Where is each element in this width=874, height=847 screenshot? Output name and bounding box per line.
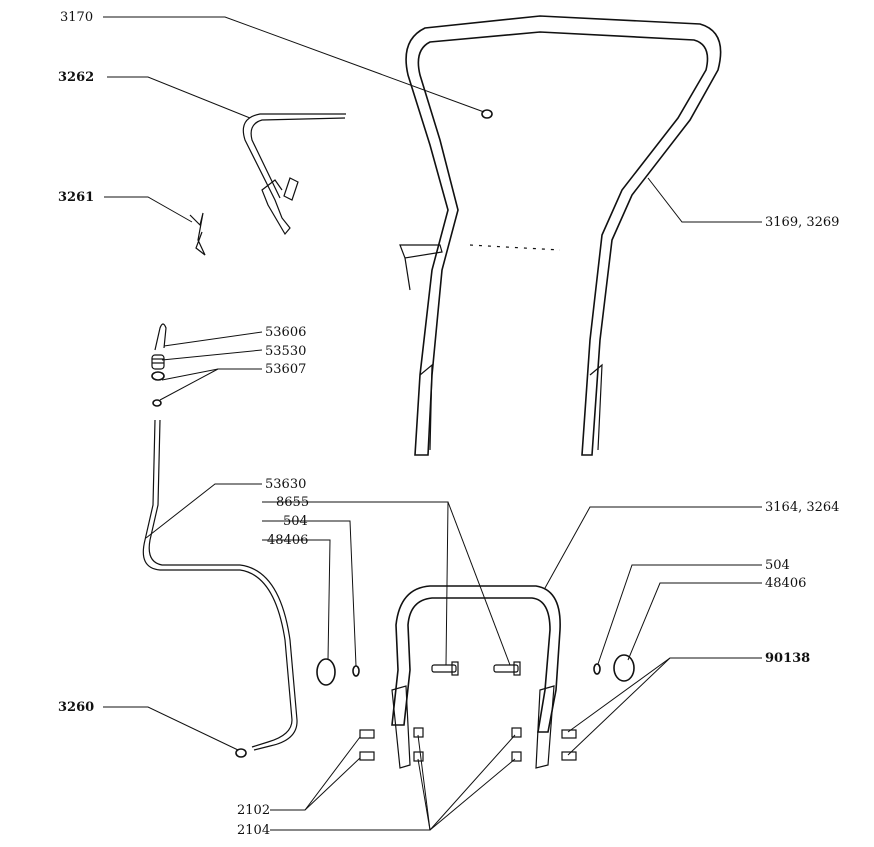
label-53607: 53607: [265, 362, 307, 377]
cable-53630: [142, 419, 298, 758]
label-48406-left: 48406: [267, 533, 309, 548]
washer-504-left: [352, 665, 360, 677]
label-53606: 53606: [265, 325, 307, 340]
label-3169-3269: 3169, 3269: [765, 215, 840, 230]
label-3164-3264: 3164, 3264: [765, 500, 840, 515]
label-3261: 3261: [58, 190, 95, 205]
label-2104: 2104: [237, 823, 271, 838]
bolts-8655: [431, 661, 521, 676]
label-3262: 3262: [58, 70, 95, 85]
label-2102: 2102: [237, 803, 271, 818]
clip-3261: [189, 212, 206, 256]
nuts-2104: [413, 727, 522, 762]
label-48406-right: 48406: [765, 576, 807, 591]
label-504-right: 504: [765, 558, 790, 573]
bolts-2102: [359, 729, 577, 761]
label-8655: 8655: [276, 495, 310, 510]
cap-3170: [481, 109, 493, 119]
label-90138: 90138: [765, 651, 811, 666]
upper-handle-part: [399, 15, 722, 456]
label-3260: 3260: [58, 700, 95, 715]
spring-assembly: [151, 323, 167, 407]
knob-48406-right: [613, 654, 635, 682]
lever-3262: [242, 113, 346, 236]
leader-lines: [103, 16, 762, 831]
washer-504-right: [593, 663, 601, 675]
label-504-left: 504: [283, 514, 308, 529]
label-3170: 3170: [60, 10, 94, 25]
label-53630: 53630: [265, 477, 307, 492]
label-53530: 53530: [265, 344, 307, 359]
knob-48406-left: [316, 658, 336, 686]
lower-handle-part: [391, 585, 561, 769]
